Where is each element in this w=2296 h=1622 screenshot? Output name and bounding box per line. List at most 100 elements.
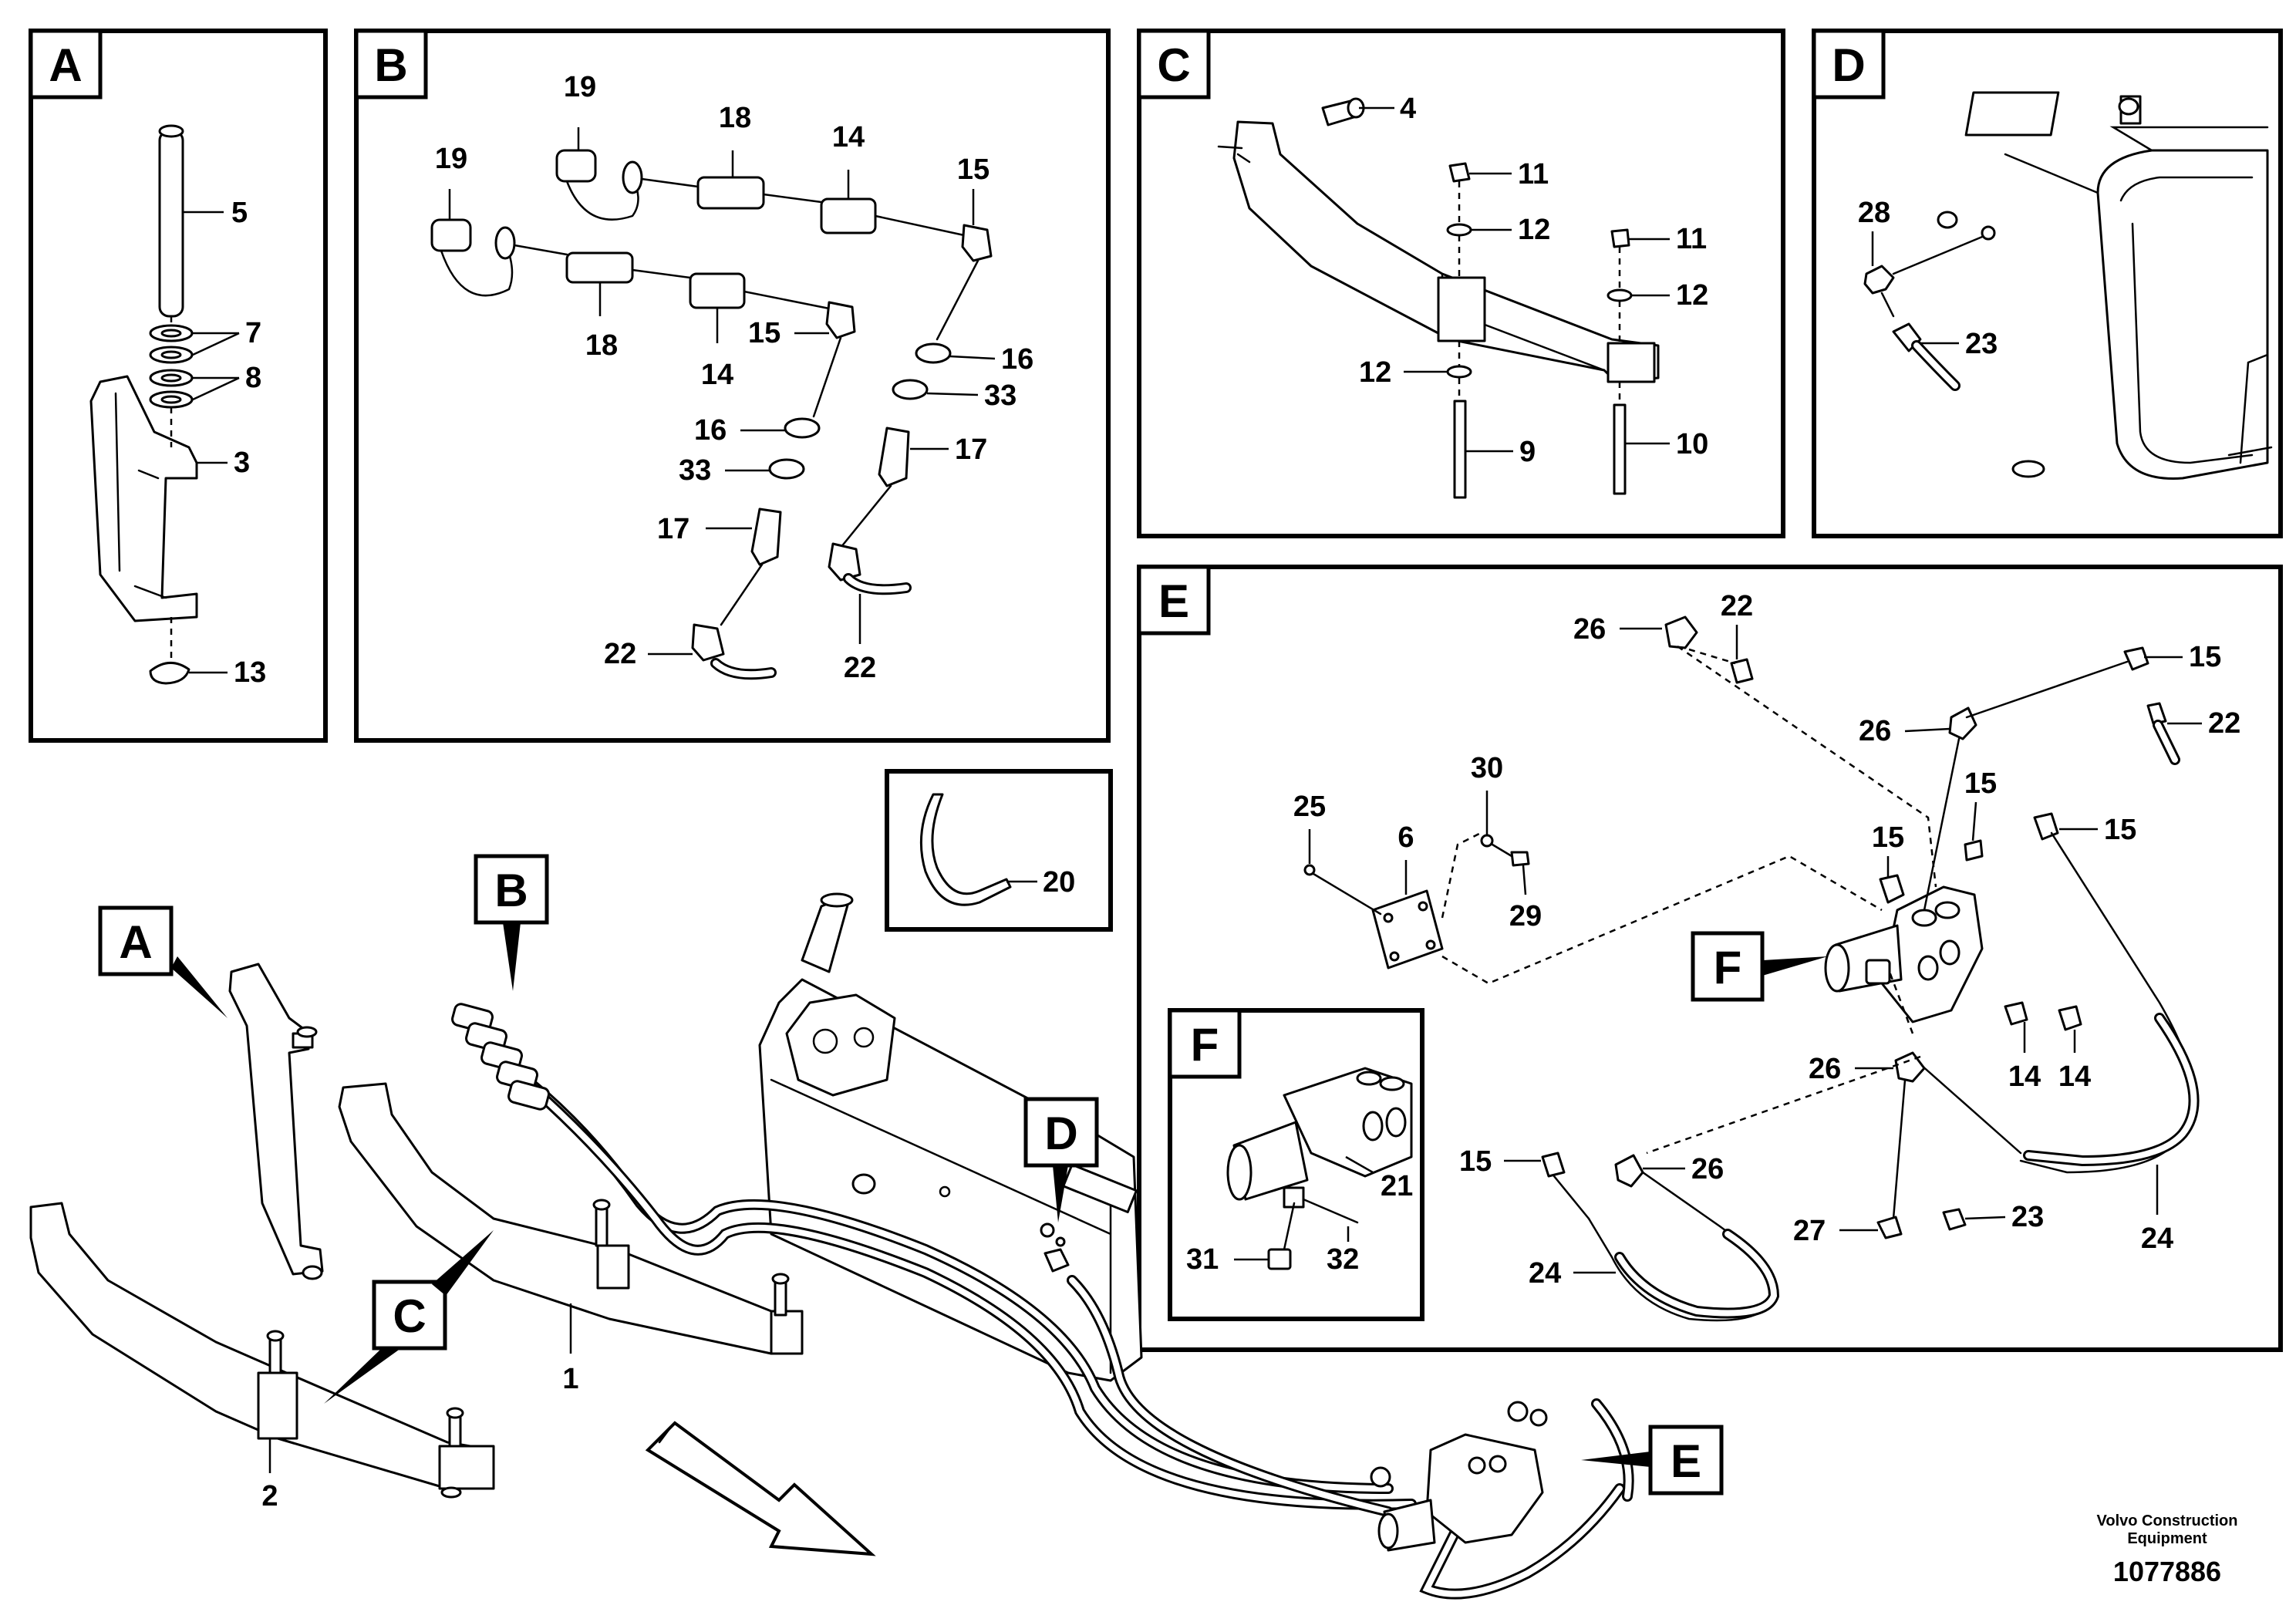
part-number-15-left: 15 [1872, 821, 1904, 854]
part-number-14-upper: 14 [832, 121, 865, 153]
panel-e-letter: E [1158, 575, 1189, 627]
panel-f: F 21 31 32 [1168, 1008, 1424, 1321]
bracket-a-main [228, 963, 324, 1276]
part-number-21: 21 [1381, 1170, 1413, 1202]
washer-12-right [1607, 288, 1633, 302]
direction-arrow-icon [645, 1421, 876, 1556]
main-assembly: A B C D E 1 2 [29, 854, 1724, 1600]
brand-line-1: Volvo Construction [2097, 1512, 2238, 1529]
panel-c: C 4 11 12 11 12 12 [1137, 29, 1785, 538]
part-number-28: 28 [1858, 197, 1890, 229]
part-number-33-upper: 33 [984, 379, 1017, 412]
part-number-26-top: 26 [1573, 613, 1606, 646]
valve-cluster-main [1370, 1401, 1548, 1552]
panel-f-tag [1168, 1008, 1242, 1079]
panel-d-frame [1812, 29, 2283, 538]
callout-e-main: E [1581, 1425, 1724, 1496]
upper-coupling-chain [555, 149, 993, 595]
panel-a: A 5 7 8 3 13 [29, 29, 328, 743]
panel-f-frame [1168, 1008, 1424, 1321]
plate-6-part [1371, 889, 1444, 969]
panel-a-letter: A [49, 39, 82, 91]
nut-11-left [1448, 162, 1471, 183]
tank-part-d [2096, 149, 2269, 480]
part-number-16-lower: 16 [694, 414, 727, 447]
beam-part-c [1232, 120, 1660, 383]
cable-tie-box: 20 [885, 769, 1113, 932]
part-number-22-lower: 22 [604, 638, 636, 670]
bracket-part [89, 375, 198, 622]
part-number-15-bottom: 15 [1459, 1145, 1492, 1178]
panel-e: E [1137, 565, 2283, 1352]
part-number-17-lower: 17 [657, 513, 689, 545]
panel-e-frame [1137, 565, 2283, 1352]
cable-tie-frame [885, 769, 1113, 932]
panel-b-labels: 19 19 18 18 14 14 15 15 16 16 33 33 17 [435, 71, 1033, 684]
callout-f-in-e: F [1691, 931, 1828, 1002]
part-number-20: 20 [1043, 866, 1075, 899]
part-number-15-mid: 15 [1964, 767, 1997, 800]
part-number-15-right: 15 [2104, 814, 2136, 846]
part-number-3: 3 [234, 447, 250, 479]
part-number-2: 2 [261, 1480, 278, 1512]
callout-b-main: B [474, 854, 549, 991]
part-number-24-right: 24 [2141, 1222, 2173, 1255]
washer-12-left [1446, 223, 1472, 237]
callout-a-main: A [98, 905, 228, 1018]
valve-21-part [1283, 1067, 1413, 1178]
panel-c-letter: C [1157, 39, 1190, 91]
filter-pump [785, 993, 896, 1097]
panel-d-labels: 28 23 [1858, 197, 1998, 360]
part-number-32: 32 [1327, 1243, 1359, 1276]
brand-line-2: Equipment [2127, 1530, 2207, 1547]
part-number-23-e: 23 [2011, 1201, 2044, 1233]
part-number-16-upper: 16 [1001, 343, 1033, 376]
part-number-12-left: 12 [1518, 214, 1550, 246]
part-number-22-right: 22 [2208, 707, 2240, 740]
bolt-10-part [1613, 403, 1627, 495]
callout-c-left-main: C [324, 1230, 494, 1404]
part-number-11-right: 11 [1676, 223, 1707, 255]
part-number-26-lower: 26 [1809, 1053, 1841, 1085]
part-number-17-upper: 17 [955, 433, 987, 466]
part-number-15-top-right: 15 [2189, 641, 2221, 673]
part-number-13: 13 [234, 656, 266, 689]
callout-f-letter: F [1714, 942, 1742, 993]
part-number-8: 8 [245, 362, 261, 394]
part-number-5: 5 [231, 197, 248, 229]
part-number-9: 9 [1519, 436, 1536, 468]
panel-c-frame [1137, 29, 1785, 538]
footer: Volvo Construction Equipment 1077886 [2097, 1512, 2238, 1587]
callout-c-letter: C [393, 1290, 426, 1342]
part-number-18-upper: 18 [719, 102, 751, 134]
part-number-33-lower: 33 [679, 454, 711, 487]
washers-part [149, 324, 194, 409]
part-number-7: 7 [245, 317, 261, 349]
part-number-24-left: 24 [1529, 1257, 1561, 1290]
panel-d-tag [1812, 29, 1886, 99]
main-hoses [511, 1067, 1634, 1600]
washer-12-bottom [1446, 365, 1472, 379]
callout-d-main: D [1023, 1097, 1099, 1222]
couplings-cluster-main [451, 1003, 550, 1111]
part-number-30: 30 [1471, 752, 1503, 784]
part-number-1: 1 [562, 1363, 578, 1395]
part-number-22-top: 22 [1721, 590, 1753, 622]
part-number-12-right: 12 [1676, 279, 1708, 312]
callout-b-letter: B [494, 865, 528, 916]
part-number-15-upper: 15 [957, 153, 990, 186]
panel-d: D 28 23 [1812, 29, 2283, 538]
bolt-9-part [1453, 400, 1467, 499]
part-number-19-upper: 19 [564, 71, 596, 103]
panel-e-tag [1137, 565, 1211, 636]
part-number-14-right: 14 [2058, 1061, 2091, 1093]
part-number-25: 25 [1293, 791, 1326, 823]
part-number-4: 4 [1400, 93, 1416, 125]
panel-a-frame [29, 29, 328, 743]
panel-c-tag [1137, 29, 1211, 99]
part-number-18-lower: 18 [585, 329, 618, 362]
panel-f-letter: F [1191, 1019, 1219, 1071]
panel-e-labels: 26 22 15 22 26 15 15 15 30 25 6 29 14 [1293, 590, 2240, 1290]
panel-b-letter: B [374, 39, 407, 91]
